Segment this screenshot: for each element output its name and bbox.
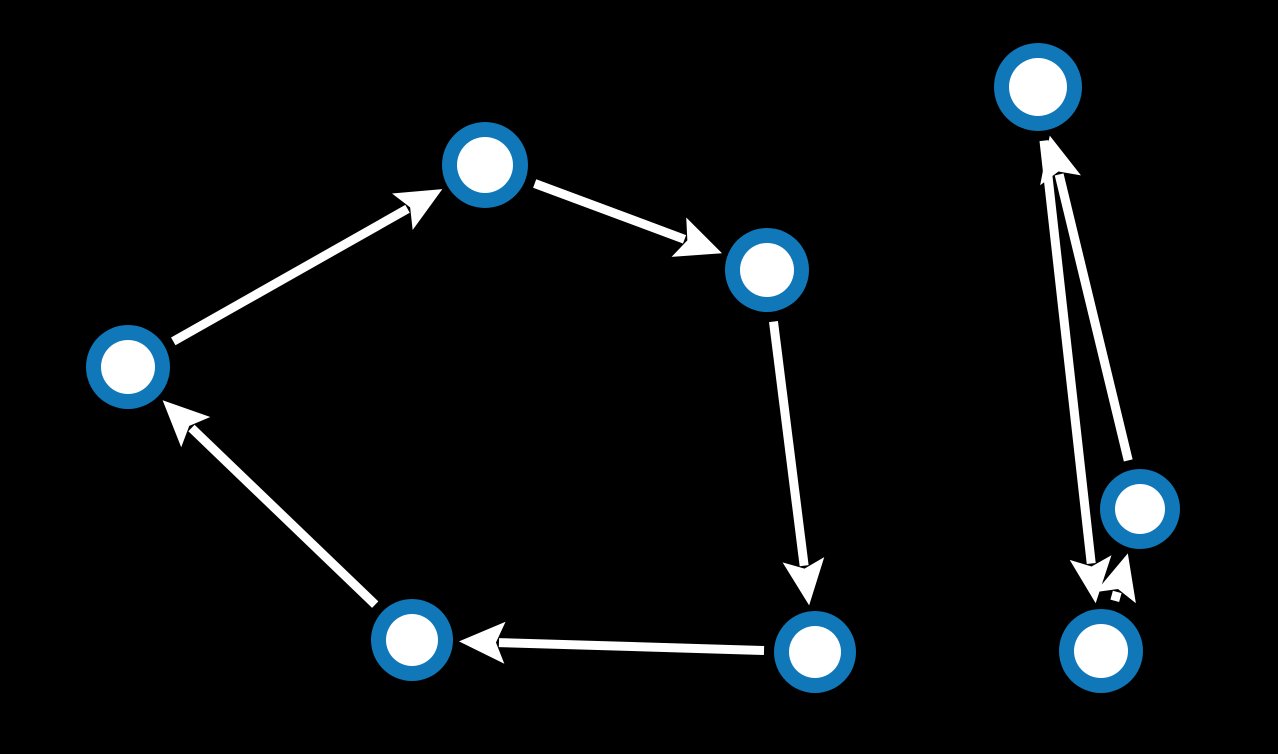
graph-edge xyxy=(1095,553,1136,604)
edge-arrowhead-icon xyxy=(162,400,211,448)
graph-node[interactable] xyxy=(86,325,170,409)
graph-node[interactable] xyxy=(725,228,809,312)
graph-node[interactable] xyxy=(994,43,1082,131)
edge-arrowhead-icon xyxy=(671,217,723,257)
node-fill xyxy=(789,626,841,678)
edge-shaft xyxy=(1110,590,1122,603)
edge-arrowhead-icon xyxy=(391,189,443,231)
graph-edge xyxy=(533,179,723,257)
edge-shaft xyxy=(769,321,809,567)
graph-edge xyxy=(1039,140,1112,604)
node-fill xyxy=(1009,58,1067,116)
edge-arrowhead-icon xyxy=(1040,135,1081,186)
node-fill xyxy=(101,340,155,394)
edge-shaft xyxy=(533,179,687,244)
edge-shaft xyxy=(498,638,765,655)
node-fill xyxy=(1074,624,1128,678)
graph-node[interactable] xyxy=(442,122,528,208)
node-fill xyxy=(740,243,794,297)
graph-node[interactable] xyxy=(371,599,453,681)
graph-node[interactable] xyxy=(774,611,856,693)
edge-shaft xyxy=(171,204,410,346)
edge-shaft xyxy=(1039,140,1096,565)
graph-edge xyxy=(769,321,825,606)
node-fill xyxy=(1115,484,1165,534)
edge-arrowhead-icon xyxy=(1069,555,1112,604)
graph-node[interactable] xyxy=(1100,469,1180,549)
node-layer xyxy=(86,43,1180,693)
graph-node[interactable] xyxy=(1059,609,1143,693)
graph-edge xyxy=(1040,135,1133,462)
edge-shaft xyxy=(1054,173,1133,462)
edge-shaft xyxy=(188,424,379,608)
node-fill xyxy=(457,137,513,193)
edge-layer xyxy=(162,135,1136,664)
edge-arrowhead-icon xyxy=(782,557,825,606)
edge-arrowhead-icon xyxy=(1095,553,1136,604)
node-fill xyxy=(386,614,438,666)
edge-arrowhead-icon xyxy=(458,621,506,664)
graph-edge xyxy=(162,400,379,608)
graph-edge xyxy=(458,621,765,664)
graph-edge xyxy=(171,189,443,346)
